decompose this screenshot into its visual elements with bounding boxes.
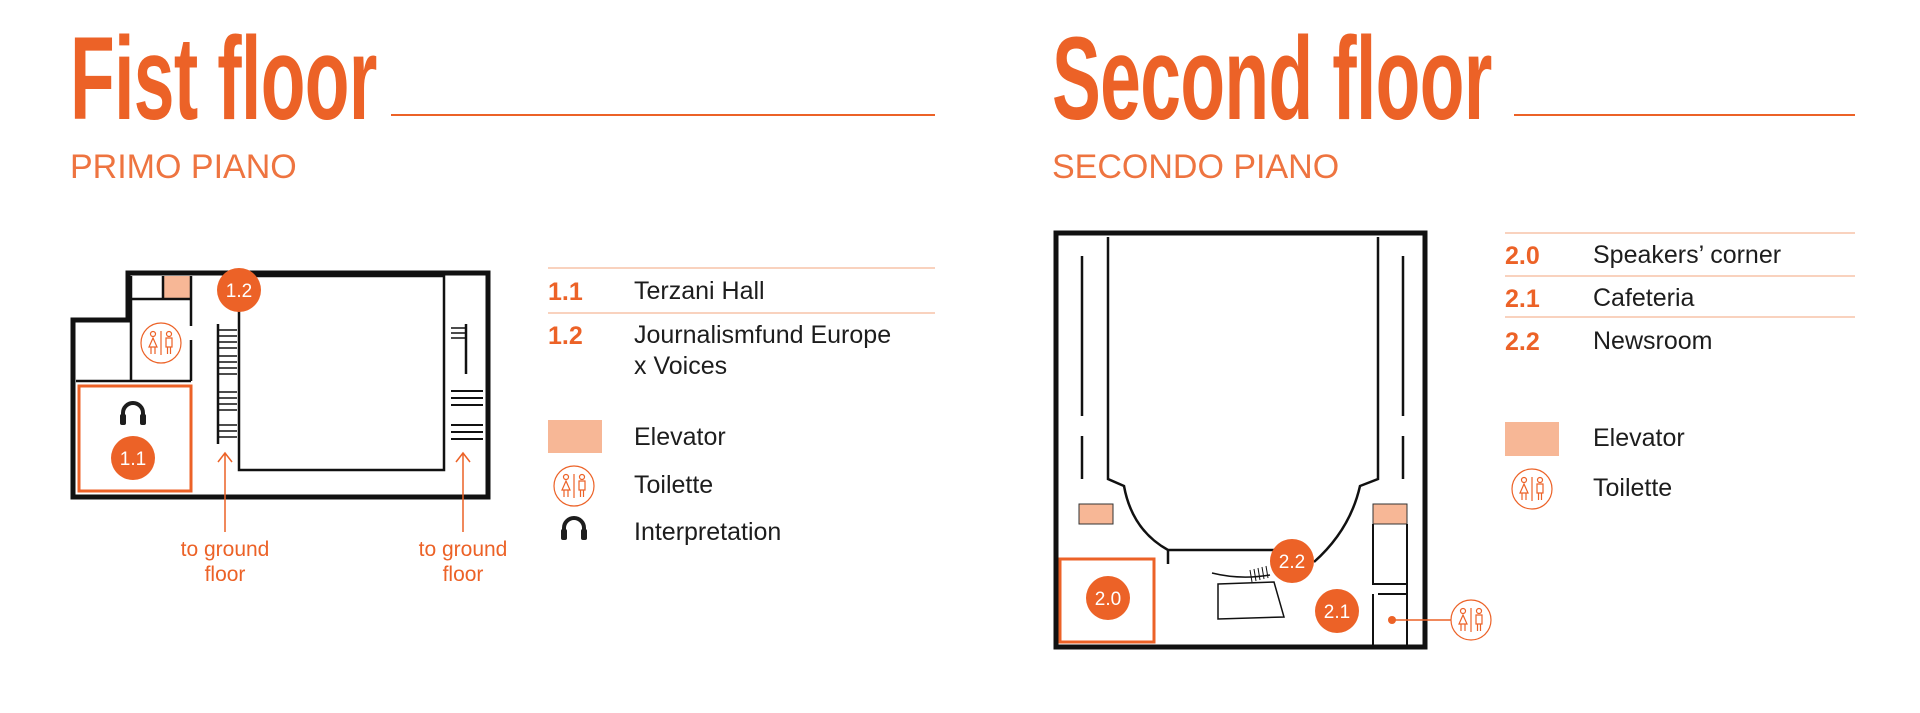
legend-num: 2.2 <box>1505 328 1540 356</box>
legend-label: Speakers’ corner <box>1593 241 1782 269</box>
elevator-swatch <box>548 420 602 453</box>
room-marker-1-2[interactable] <box>217 268 261 312</box>
elevator <box>1372 503 1408 525</box>
stairs-label-right: to ground floor <box>393 537 533 587</box>
elevator-swatch <box>1505 422 1559 456</box>
room-marker-1-1[interactable] <box>111 436 155 480</box>
title-rule <box>391 114 935 116</box>
stairs-right <box>451 324 483 440</box>
terzani-hall-wall <box>237 274 446 472</box>
stairs-label-line: floor <box>442 563 484 586</box>
room-marker-2-0[interactable] <box>1086 576 1130 620</box>
elevator <box>1078 503 1114 525</box>
room-marker-label: 2.2 <box>1279 552 1305 573</box>
legend-label: Interpretation <box>634 518 782 546</box>
legend-divider <box>1505 275 1855 277</box>
legend-label: Toilette <box>634 471 714 499</box>
toilet-icon <box>1450 599 1492 641</box>
stairs-label-line: to ground <box>180 538 270 561</box>
first-floor-title: Fist floor <box>70 13 377 145</box>
legend-divider <box>1505 316 1855 318</box>
toilet-icon <box>553 465 595 507</box>
desk <box>1217 581 1285 620</box>
second-floor-title: Second floor <box>1052 13 1492 145</box>
stairs-left <box>216 324 237 444</box>
stairs-label-line: to ground <box>418 538 508 561</box>
room-2-0-outline <box>1058 557 1156 644</box>
legend-divider <box>548 267 935 269</box>
legend-label: Toilette <box>1593 474 1673 502</box>
stairs-label-line: floor <box>204 563 246 586</box>
stairs-label-left: to ground floor <box>155 537 295 587</box>
first-floor-plan: 1.2 1.1 <box>70 268 491 532</box>
legend-num: 1.2 <box>548 322 583 350</box>
elevator <box>163 276 191 299</box>
legend-num: 1.1 <box>548 278 583 306</box>
room-marker-label: 1.2 <box>226 281 252 302</box>
room-marker-label: 2.1 <box>1324 602 1350 623</box>
room-1-1-outline <box>77 384 193 493</box>
legend-num: 2.1 <box>1505 285 1540 313</box>
outer-wall <box>70 270 491 500</box>
outer-wall <box>1053 230 1428 650</box>
legend-label: x Voices <box>634 352 728 380</box>
headphones-icon <box>559 516 589 542</box>
room-marker-2-1[interactable] <box>1315 589 1359 633</box>
corridor-lines <box>1080 256 1405 479</box>
arrows-to-ground-floor <box>217 451 471 532</box>
legend-label: Elevator <box>1593 424 1685 452</box>
legend-label: Elevator <box>634 423 726 451</box>
second-floor-plan: 2.0 2.2 2.1 <box>1053 230 1492 650</box>
second-floor-subtitle: SECONDO PIANO <box>1052 148 1340 186</box>
legend-divider <box>1505 232 1855 234</box>
room-marker-label: 2.0 <box>1095 589 1121 610</box>
legend-label: Journalismfund Europe <box>634 321 892 349</box>
title-rule <box>1514 114 1855 116</box>
first-floor-subtitle: PRIMO PIANO <box>70 148 297 186</box>
headphones-icon <box>118 401 148 427</box>
auditorium-wall <box>1106 237 1380 564</box>
room-marker-2-2[interactable] <box>1270 539 1314 583</box>
legend-label: Terzani Hall <box>634 277 765 305</box>
legend-num: 2.0 <box>1505 242 1540 270</box>
legend-divider <box>548 312 935 314</box>
toilet-icon <box>140 322 182 364</box>
room-marker-label: 1.1 <box>120 449 146 470</box>
legend-label: Cafeteria <box>1593 284 1695 312</box>
legend-label: Newsroom <box>1593 327 1713 355</box>
toilet-icon <box>1511 468 1553 510</box>
